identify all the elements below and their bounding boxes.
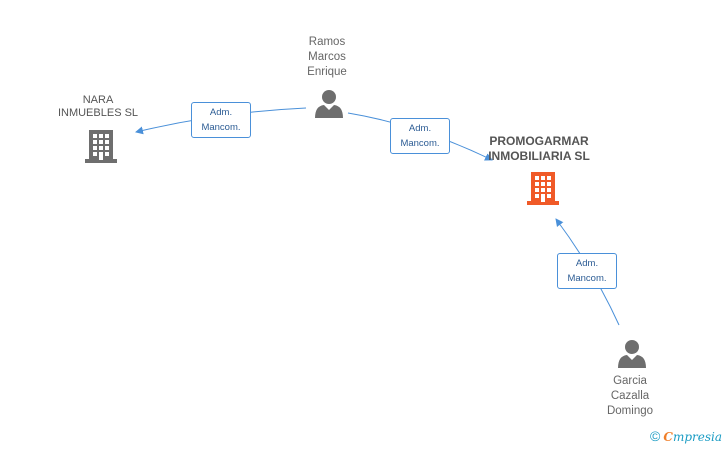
node-label-line: Cazalla [610, 390, 650, 402]
node-label-line: Garcia [613, 375, 647, 387]
node-label-nara: NARA INMUEBLES SL [48, 94, 148, 120]
node-label-promogarmar: PROMOGARMAR INMOBILIARIA SL [474, 134, 604, 164]
edge-label-garcia-promogarmar[interactable]: Adm. Mancom. [557, 253, 617, 289]
node-label-line: Enrique [307, 66, 347, 78]
edge-label-line: Mancom. [567, 273, 607, 284]
person-icon[interactable] [314, 89, 344, 119]
edge-label-ramos-promogarmar[interactable]: Adm. Mancom. [390, 118, 450, 154]
edge-label-line: Mancom. [201, 122, 241, 133]
node-label-line: INMOBILIARIA SL [488, 149, 590, 163]
brand-logo-initial: C [663, 430, 673, 444]
node-label-ramos: Ramos Marcos Enrique [287, 35, 367, 80]
edge-label-ramos-nara[interactable]: Adm. Mancom. [191, 102, 251, 138]
node-label-line: Domingo [606, 405, 654, 417]
brand-footer[interactable]: ©Cmpresia [650, 428, 722, 444]
node-label-line: Marcos [308, 51, 346, 63]
person-icon[interactable] [617, 339, 647, 369]
building-icon-main[interactable] [526, 170, 560, 206]
copyright-icon: © [650, 428, 661, 444]
node-label-line: NARA [82, 94, 114, 106]
brand-logo-text: mpresia [672, 430, 722, 444]
edge-label-line: Adm. [408, 123, 432, 134]
node-label-line: Ramos [308, 36, 346, 48]
node-label-garcia: Garcia Cazalla Domingo [590, 374, 670, 419]
node-label-line: INMUEBLES SL [57, 107, 139, 119]
edge-label-line: Mancom. [400, 138, 440, 149]
edge-label-line: Adm. [575, 258, 599, 269]
node-label-line: PROMOGARMAR [489, 134, 589, 148]
edge-label-line: Adm. [209, 107, 233, 118]
building-icon[interactable] [84, 128, 118, 164]
